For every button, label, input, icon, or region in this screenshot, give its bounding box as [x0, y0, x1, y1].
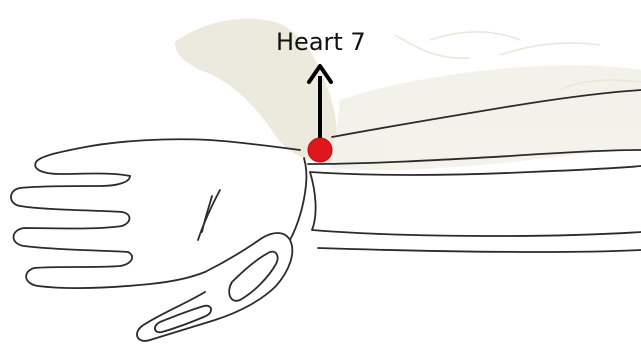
finger-middle — [14, 212, 130, 252]
palm-crease-2 — [202, 196, 212, 232]
palm-top-edge — [35, 139, 300, 176]
background-shading — [175, 19, 641, 171]
thumb-inner — [229, 252, 277, 301]
palm-heel — [290, 158, 306, 240]
thumb-nail — [155, 306, 211, 333]
forearm-bottom-edge — [318, 248, 641, 252]
acupoint-label: Heart 7 — [276, 27, 366, 57]
finger-ring — [26, 252, 205, 288]
red-dot-marker-icon — [308, 138, 332, 162]
thumb-outline — [137, 233, 292, 341]
radius-bone — [310, 166, 641, 236]
finger-index — [11, 176, 130, 212]
